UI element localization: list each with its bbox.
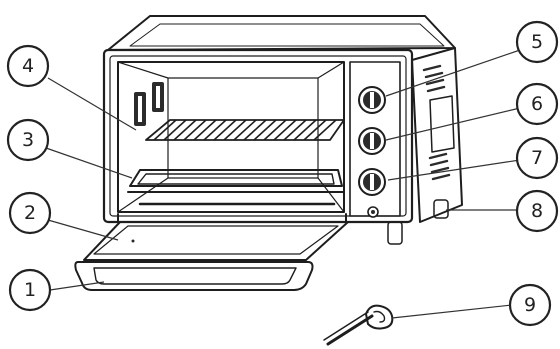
side-vents-icon (424, 66, 449, 179)
callout-3-label: 3 (22, 129, 34, 151)
callout-7: 7 (517, 138, 557, 178)
callout-8-label: 8 (531, 200, 543, 222)
door-handle (75, 262, 312, 290)
callout-5-label: 5 (531, 31, 543, 53)
callout-1: 1 (10, 270, 50, 310)
callout-4: 4 (8, 46, 48, 86)
callout-2-label: 2 (24, 202, 36, 224)
power-indicator-light (368, 207, 378, 217)
callout-3: 3 (8, 120, 48, 160)
callout-9: 9 (510, 285, 550, 325)
callout-7-label: 7 (531, 147, 543, 169)
callout-6: 6 (517, 84, 557, 124)
callout-1-label: 1 (24, 279, 36, 301)
callout-2: 2 (10, 193, 50, 233)
callout-6-label: 6 (531, 93, 543, 115)
callout-5: 5 (517, 22, 557, 62)
control-knobs (359, 87, 385, 217)
function-knob (359, 128, 385, 154)
oven-cavity (118, 62, 344, 212)
tray-handle (324, 306, 392, 344)
timer-knob (359, 169, 385, 195)
callout-8: 8 (517, 191, 557, 231)
wire-rack (146, 120, 344, 140)
left-rack-supports (134, 82, 164, 126)
temperature-knob (359, 87, 385, 113)
baking-tray (128, 170, 344, 192)
callout-4-label: 4 (22, 55, 34, 77)
callout-9-label: 9 (524, 294, 536, 316)
